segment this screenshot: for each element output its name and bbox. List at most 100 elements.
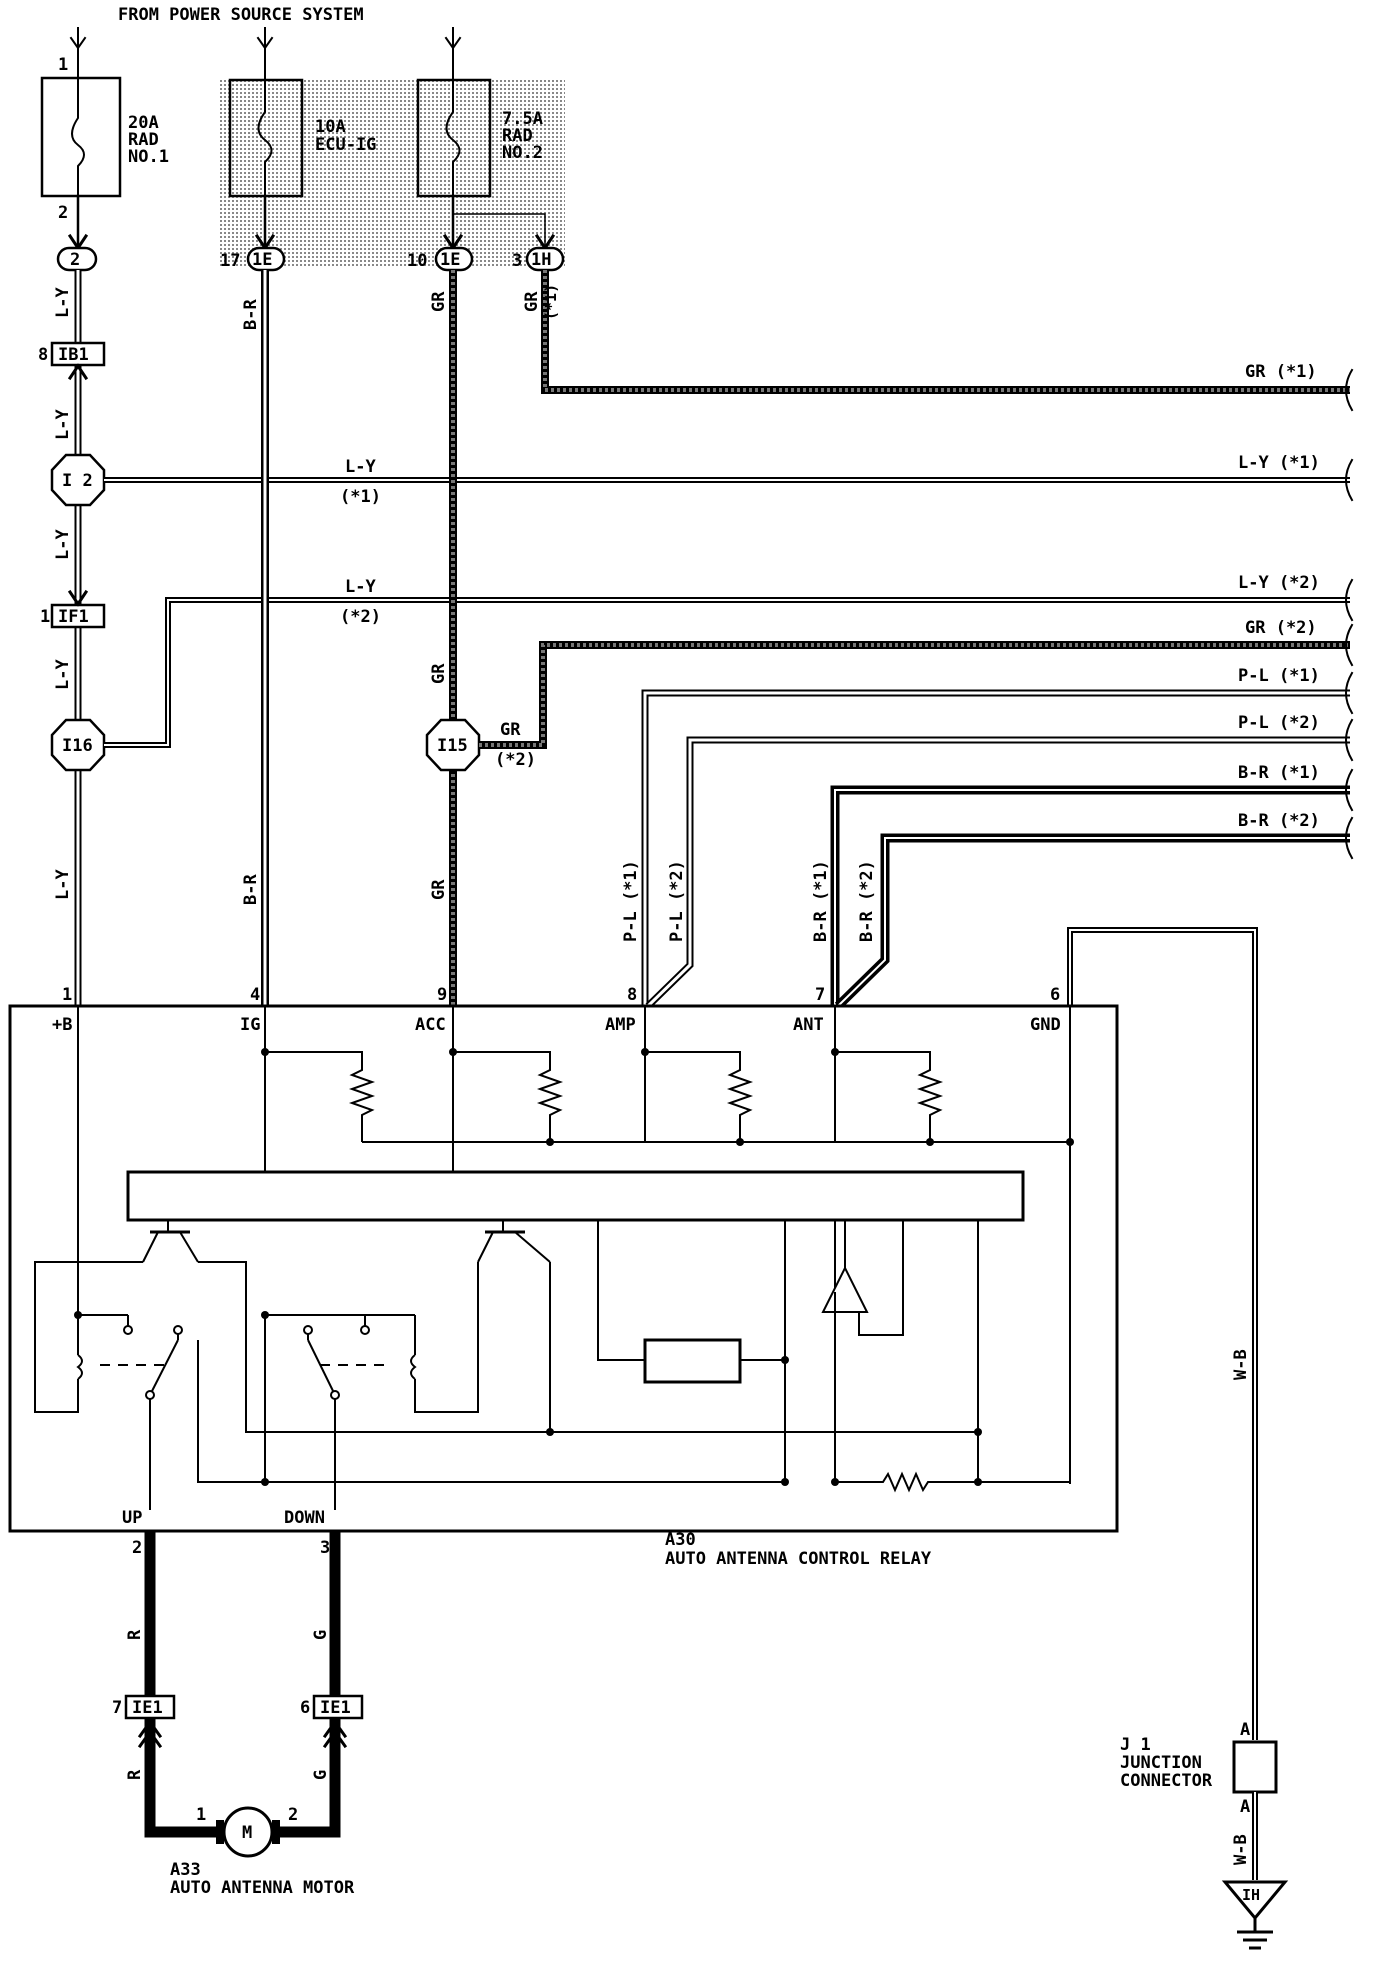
svg-text:JUNCTION: JUNCTION bbox=[1120, 1753, 1202, 1773]
svg-text:W-B: W-B bbox=[1231, 1349, 1251, 1380]
svg-text:7: 7 bbox=[815, 985, 825, 1005]
svg-text:L-Y (*1): L-Y (*1) bbox=[1238, 453, 1320, 473]
svg-text:IB1: IB1 bbox=[58, 345, 89, 365]
relay-internal-circuit bbox=[34, 1006, 1071, 1510]
svg-text:10: 10 bbox=[407, 251, 427, 271]
connector-1e-17: 17 1E bbox=[220, 246, 286, 272]
svg-text:1E: 1E bbox=[252, 250, 272, 270]
wire-r-up bbox=[144, 1531, 218, 1838]
svg-text:1: 1 bbox=[40, 607, 50, 627]
svg-text:IE1: IE1 bbox=[132, 1698, 163, 1718]
junction-connector-j1: A A J 1 JUNCTION CONNECTOR bbox=[1120, 1720, 1278, 1817]
arrow-down-icon bbox=[69, 27, 462, 79]
svg-text:1: 1 bbox=[196, 1805, 206, 1825]
fuse-rad-no1: 1 20A RAD NO.1 2 bbox=[40, 55, 169, 223]
wire-br-1 bbox=[830, 785, 1350, 1006]
svg-text:RAD: RAD bbox=[128, 130, 159, 150]
svg-text:ACC: ACC bbox=[415, 1015, 446, 1035]
svg-text:6: 6 bbox=[300, 1698, 310, 1718]
svg-text:GR: GR bbox=[500, 720, 521, 740]
svg-text:NO.2: NO.2 bbox=[502, 143, 543, 163]
svg-text:1E: 1E bbox=[440, 250, 460, 270]
connector-2: 2 bbox=[56, 246, 98, 272]
svg-text:IF1: IF1 bbox=[58, 607, 89, 627]
wire-gr-1 bbox=[541, 270, 1350, 394]
wire-break-icon bbox=[1345, 368, 1354, 860]
svg-text:AUTO ANTENNA MOTOR: AUTO ANTENNA MOTOR bbox=[170, 1878, 355, 1898]
svg-text:B-R: B-R bbox=[241, 299, 261, 330]
svg-text:RAD: RAD bbox=[502, 126, 533, 146]
svg-text:P-L (*1): P-L (*1) bbox=[1238, 666, 1320, 686]
svg-text:3: 3 bbox=[512, 251, 522, 271]
wire-wb bbox=[1067, 927, 1258, 1740]
svg-text:B-R (*1): B-R (*1) bbox=[811, 860, 831, 942]
svg-text:NO.1: NO.1 bbox=[128, 147, 169, 167]
svg-text:L-Y: L-Y bbox=[345, 457, 376, 477]
motor-icon: M bbox=[242, 1823, 252, 1843]
wire-g-down bbox=[278, 1531, 341, 1838]
svg-text:(*2): (*2) bbox=[495, 750, 536, 770]
svg-text:B-R (*2): B-R (*2) bbox=[1238, 811, 1320, 831]
svg-text:P-L (*1): P-L (*1) bbox=[621, 860, 641, 942]
connector-i16: I16 bbox=[50, 718, 106, 772]
wire-pl-1 bbox=[641, 689, 1350, 1006]
svg-text:2: 2 bbox=[288, 1805, 298, 1825]
svg-text:P-L (*2): P-L (*2) bbox=[1238, 713, 1320, 733]
svg-text:1: 1 bbox=[58, 55, 68, 75]
svg-text:GR (*2): GR (*2) bbox=[1245, 618, 1317, 638]
svg-text:20A: 20A bbox=[128, 113, 159, 133]
connector-1e-10: 10 1E bbox=[407, 246, 474, 272]
svg-text:L-Y: L-Y bbox=[53, 529, 73, 560]
svg-text:1H: 1H bbox=[531, 250, 551, 270]
svg-text:7: 7 bbox=[112, 1698, 122, 1718]
right-labels: GR (*1) L-Y (*1) L-Y (*2) GR (*2) P-L (*… bbox=[1238, 362, 1320, 831]
relay-junction-dots bbox=[74, 1048, 1074, 1486]
svg-text:AUTO ANTENNA CONTROL RELAY: AUTO ANTENNA CONTROL RELAY bbox=[665, 1549, 932, 1569]
svg-text:R: R bbox=[125, 1769, 145, 1780]
wire-br-2 bbox=[834, 833, 1350, 1010]
svg-text:2: 2 bbox=[70, 250, 80, 270]
svg-text:CONNECTOR: CONNECTOR bbox=[1120, 1771, 1213, 1791]
svg-text:AMP: AMP bbox=[605, 1015, 636, 1035]
svg-text:G: G bbox=[311, 1630, 331, 1640]
svg-text:GND: GND bbox=[1030, 1015, 1061, 1035]
connector-ie1-7: 7 IE1 bbox=[112, 1694, 176, 1749]
svg-text:7.5A: 7.5A bbox=[502, 109, 543, 129]
svg-text:I 2: I 2 bbox=[62, 471, 93, 491]
svg-text:IG: IG bbox=[240, 1015, 260, 1035]
svg-text:W-B: W-B bbox=[1231, 1834, 1251, 1865]
svg-text:IE1: IE1 bbox=[320, 1698, 351, 1718]
svg-text:L-Y: L-Y bbox=[53, 869, 73, 900]
connector-ib1: 8 IB1 bbox=[38, 341, 106, 381]
svg-text:UP: UP bbox=[122, 1508, 142, 1528]
svg-text:(*2): (*2) bbox=[340, 607, 381, 627]
motor-a33: M 1 2 A33 AUTO ANTENNA MOTOR bbox=[170, 1805, 355, 1898]
connector-i2: I 2 bbox=[50, 453, 106, 507]
svg-text:ECU-IG: ECU-IG bbox=[315, 135, 376, 155]
connector-i15: I15 bbox=[425, 718, 481, 772]
svg-text:L-Y (*2): L-Y (*2) bbox=[1238, 573, 1320, 593]
svg-text:+B: +B bbox=[52, 1015, 72, 1035]
header-label: FROM POWER SOURCE SYSTEM bbox=[118, 5, 364, 25]
svg-text:2: 2 bbox=[58, 203, 68, 223]
svg-text:2: 2 bbox=[132, 1538, 142, 1558]
svg-text:GR (*1): GR (*1) bbox=[1245, 362, 1317, 382]
connector-1h-3: 3 1H bbox=[512, 246, 565, 272]
svg-text:I16: I16 bbox=[62, 736, 93, 756]
fuse-ecu-ig: 10A ECU-IG bbox=[228, 77, 376, 198]
svg-text:4: 4 bbox=[250, 985, 260, 1005]
ground-icon: IH bbox=[1221, 1880, 1289, 1950]
svg-text:GR: GR bbox=[429, 663, 449, 684]
svg-text:GR: GR bbox=[522, 291, 542, 312]
svg-text:L-Y: L-Y bbox=[53, 409, 73, 440]
svg-text:1: 1 bbox=[62, 985, 72, 1005]
svg-text:B-R (*2): B-R (*2) bbox=[857, 860, 877, 942]
svg-text:I15: I15 bbox=[437, 736, 468, 756]
svg-text:GR: GR bbox=[429, 879, 449, 900]
svg-text:R: R bbox=[125, 1629, 145, 1640]
svg-text:(*1): (*1) bbox=[542, 284, 560, 320]
fuse-block-shading bbox=[220, 78, 565, 268]
svg-text:A30: A30 bbox=[665, 1530, 696, 1550]
wire-ly-2 bbox=[104, 597, 1350, 748]
